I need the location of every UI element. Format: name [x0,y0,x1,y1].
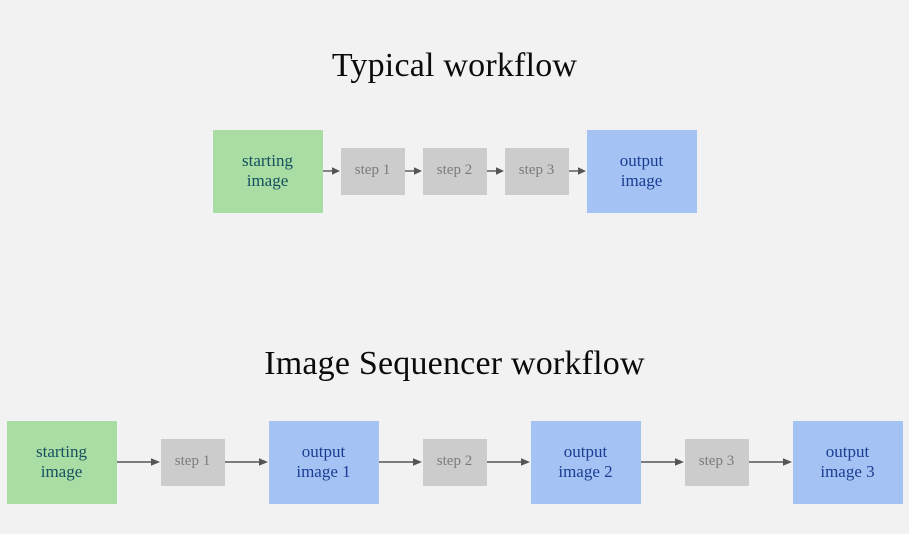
node-step-1: step 1 [160,438,225,486]
node-label-line-2: image [40,462,83,481]
arrow-right-icon [568,165,587,177]
node-label-line-1: step 1 [354,162,391,179]
arrow-right-icon [378,456,423,468]
node-output-image-3: output image 3 [792,420,903,504]
node-label-line-1: step 2 [436,162,473,179]
node-label-line-1: starting [36,442,87,462]
arrow-right-icon [486,456,531,468]
node-label-line-2: image 3 [820,462,875,481]
node-label-line-1: step 3 [518,162,555,179]
node-label-line-1: starting [242,151,293,171]
node-step-3: step 3 [504,147,569,195]
node-label-line-2: image 2 [558,462,613,481]
typical-workflow-title: Typical workflow [331,47,578,84]
node-step-3: step 3 [684,438,749,486]
node-output-image: output image [586,129,697,213]
node-label-line-1: step 2 [436,453,473,470]
arrow-right-icon [224,456,269,468]
arrow-right-icon [322,165,341,177]
node-label-line-1: output [619,151,664,171]
node-label-line-2: image 1 [296,462,351,481]
node-output-image-1: output image 1 [268,420,379,504]
node-label-line-2: image [246,171,289,190]
node-starting-image: starting image [6,420,117,504]
arrow-right-icon [748,456,793,468]
node-label-line-1: output [825,442,870,462]
arrow-right-icon [116,456,161,468]
image-sequencer-workflow-flow: starting image step 1 output image 1 [0,420,909,504]
image-sequencer-workflow-title: Image Sequencer workflow [264,345,645,382]
node-label-line-1: output [563,442,608,462]
arrow-right-icon [640,456,685,468]
node-step-2: step 2 [422,147,487,195]
node-label-line-1: step 3 [698,453,735,470]
typical-workflow-flow: starting image step 1 step 2 [0,129,909,213]
node-label-line-1: output [301,442,346,462]
node-label-line-1: step 1 [174,453,211,470]
node-output-image-2: output image 2 [530,420,641,504]
node-step-2: step 2 [422,438,487,486]
node-starting-image: starting image [212,129,323,213]
node-label-line-2: image [620,171,663,190]
node-step-1: step 1 [340,147,405,195]
arrow-right-icon [404,165,423,177]
arrow-right-icon [486,165,505,177]
